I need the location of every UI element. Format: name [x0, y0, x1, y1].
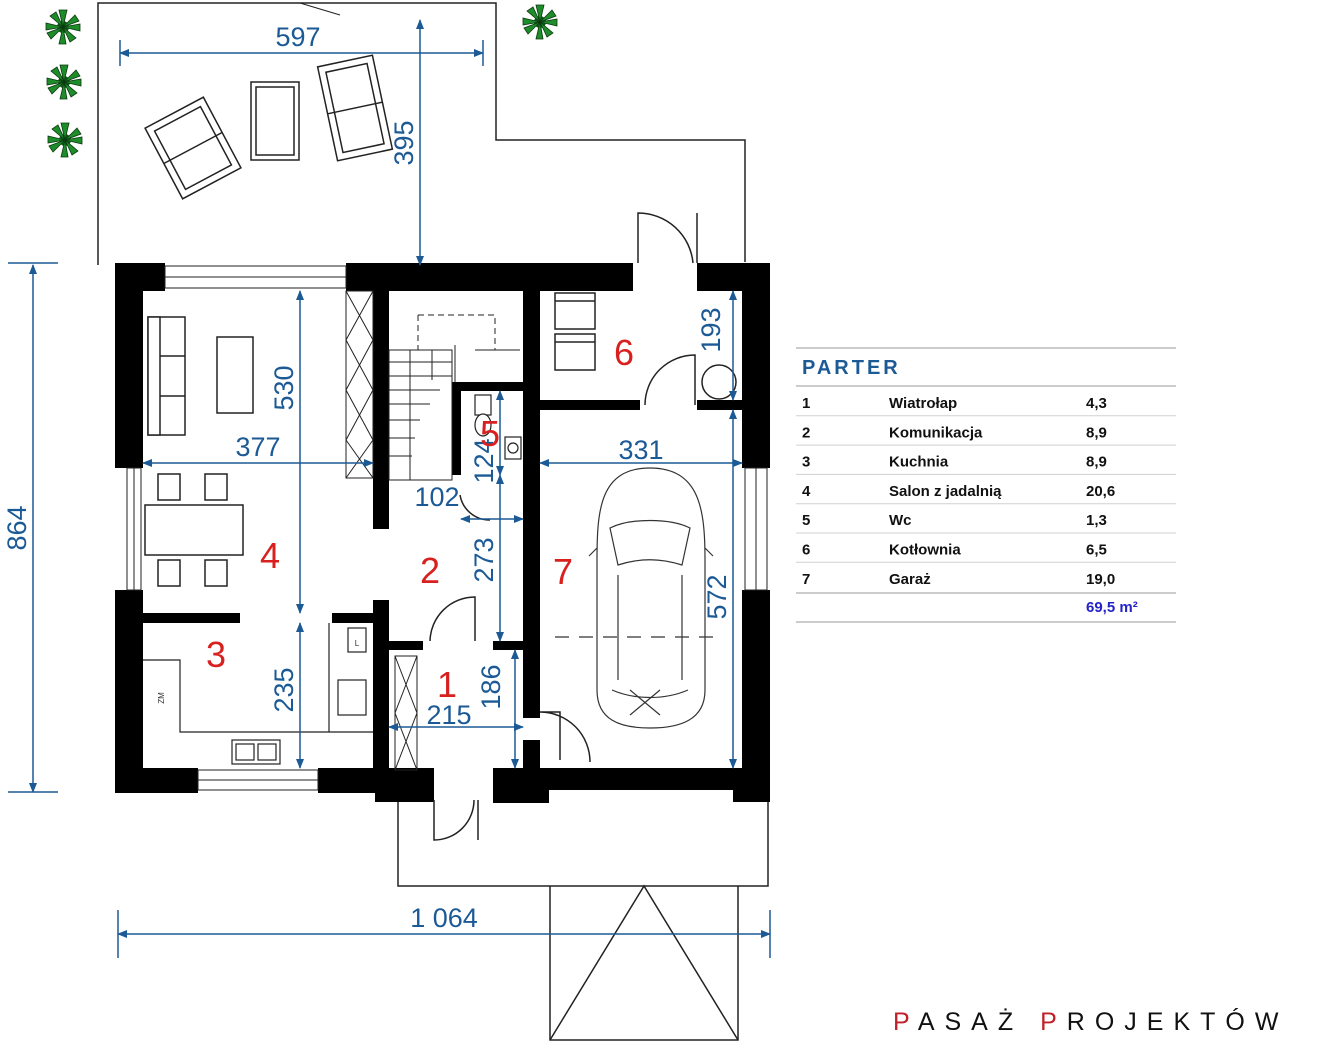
room-number-salon: 4	[260, 535, 280, 576]
dimension-lines	[8, 19, 771, 958]
room-number-komunikacja: 2	[420, 550, 440, 591]
terrace	[97, 2, 746, 265]
area-table-row-no: 7	[802, 571, 810, 588]
oven-label: ZM	[157, 692, 166, 704]
plant-icon	[45, 9, 81, 45]
total-width-dim: 1 064	[410, 903, 478, 933]
brand-logo: PASAŻ PROJEKTÓW	[893, 1008, 1288, 1037]
area-table-row-name: Wc	[889, 512, 912, 529]
vestibule-width-dim: 215	[426, 700, 471, 730]
area-table-row-no: 6	[802, 542, 810, 559]
corridor-width-dim: 102	[414, 482, 459, 512]
area-table-row-area: 1,3	[1086, 512, 1107, 529]
area-table-row-name: Kuchnia	[889, 454, 949, 471]
area-table-row-area: 8,9	[1086, 454, 1107, 471]
room-number-kotlownia: 6	[614, 332, 634, 373]
brand-letter-1: P	[893, 1008, 918, 1036]
boiler-depth-dim: 193	[696, 307, 726, 352]
walls	[115, 263, 770, 803]
brand-letter-2: P	[1040, 1008, 1067, 1036]
entrance-porch	[397, 790, 769, 1041]
area-table-row-area: 6,5	[1086, 542, 1107, 559]
terrace-depth-dim: 395	[389, 120, 419, 165]
area-table-row-no: 3	[802, 454, 810, 471]
area-table-row-area: 4,3	[1086, 395, 1107, 412]
total-depth-dim: 864	[2, 505, 32, 550]
garage-depth-dim: 572	[702, 574, 732, 619]
garage-width-dim: 331	[618, 435, 663, 465]
area-table-title: PARTER	[802, 357, 901, 379]
area-table-row-no: 5	[802, 512, 810, 529]
plant-icon	[47, 122, 83, 158]
wardrobe	[394, 655, 418, 771]
fridge-label: L	[355, 639, 360, 648]
room-number-wiatrolap: 1	[437, 664, 457, 705]
boiler-room-fixtures	[554, 292, 737, 400]
area-table-row-area: 8,9	[1086, 424, 1107, 441]
salon-width-dim: 377	[235, 432, 280, 462]
area-table-row-no: 1	[802, 395, 810, 412]
room-number-garaz: 7	[553, 551, 573, 592]
plant-icon	[46, 64, 82, 100]
brand-word-2: ROJEKTÓW	[1066, 1008, 1289, 1036]
salon-height-dim: 530	[269, 365, 299, 410]
area-table-row-area: 20,6	[1086, 483, 1115, 500]
area-table-row-no: 4	[802, 483, 811, 500]
vestibule-depth-dim: 186	[476, 664, 506, 709]
corridor-height-dim: 273	[469, 537, 499, 582]
brand-word-1: ASAŻ	[917, 1008, 1024, 1036]
area-table: PARTER 1 Wiatrołap 4,3 2 Komunikacja 8,9 3 Kuch…	[796, 347, 1176, 623]
terrace-width-dim: 597	[275, 22, 320, 52]
area-table-total: 69,5 m²	[1086, 599, 1138, 616]
staircase	[345, 290, 520, 481]
area-table-row-area: 19,0	[1086, 571, 1115, 588]
room-number-wc: 5	[480, 413, 500, 454]
car-icon	[555, 467, 720, 729]
kitchen-furniture	[143, 623, 373, 765]
wc-fixtures	[474, 394, 522, 460]
area-table-row-name: Komunikacja	[889, 424, 983, 441]
area-table-row-name: Kotłownia	[889, 542, 961, 559]
plant-icon	[522, 4, 558, 40]
area-table-rows: 1 Wiatrołap 4,3 2 Komunikacja 8,9 3 Kuchnia 8,9 4…	[796, 395, 1176, 588]
area-table-row-name: Wiatrołap	[889, 395, 957, 412]
area-table-row-name: Salon z jadalnią	[889, 483, 1002, 500]
area-table-row-name: Garaż	[889, 571, 931, 588]
terrace-furniture	[144, 54, 394, 200]
wc-depth-dim: 124	[469, 438, 499, 483]
area-table-row-no: 2	[802, 424, 810, 441]
windows	[126, 265, 768, 791]
room-number-kuchnia: 3	[206, 634, 226, 675]
living-room-furniture	[144, 316, 254, 587]
kitchen-depth-dim: 235	[269, 667, 299, 712]
